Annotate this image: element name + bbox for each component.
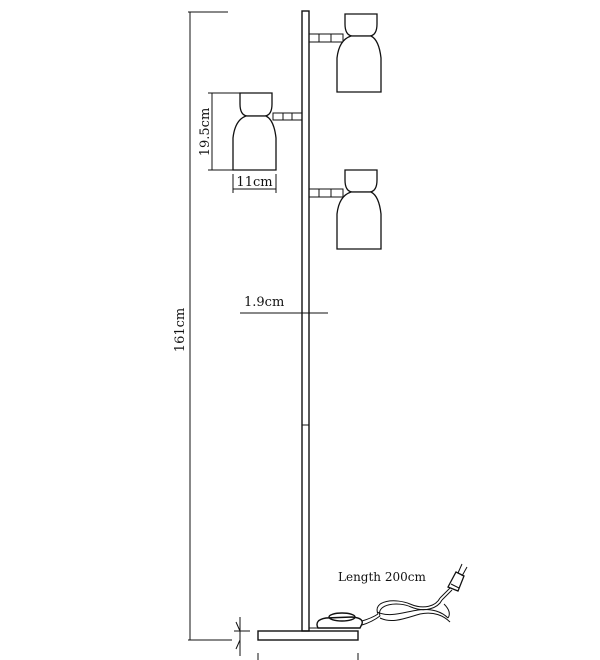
shade-height-dimension: 19.5cm — [198, 92, 240, 171]
shade-width-label: 11cm — [236, 175, 272, 190]
lamp-base — [234, 617, 359, 660]
shade-width-dimension: 11cm — [232, 174, 277, 193]
total-height-dimension: 161cm — [173, 11, 232, 641]
cable-length-label: Length 200cm — [338, 570, 426, 584]
foot-switch — [309, 612, 363, 629]
pole-diameter-label: 1.9cm — [244, 295, 284, 310]
lamp-head-left — [232, 92, 303, 171]
power-plug — [447, 563, 468, 592]
lamp-head-top — [308, 13, 382, 93]
lamp-head-bottom — [308, 169, 382, 250]
pole-diameter-dimension: 1.9cm — [240, 295, 328, 320]
total-height-label: 161cm — [173, 308, 188, 352]
lamp-pole — [301, 10, 310, 632]
shade-height-label: 19.5cm — [198, 108, 213, 157]
power-cable — [361, 587, 453, 626]
